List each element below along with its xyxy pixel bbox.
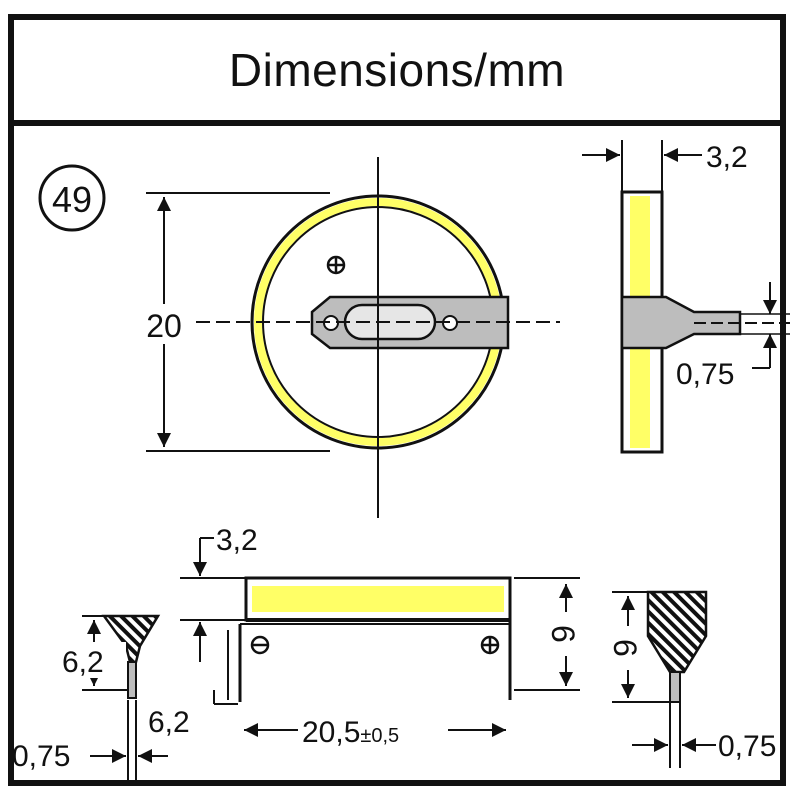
- front-plus-icon: [480, 635, 500, 655]
- left-pin-height-label: 6,2: [62, 646, 104, 679]
- minus-symbol-icon: [326, 255, 346, 275]
- header-bar: Dimensions/mm: [14, 20, 780, 126]
- right-pin-height-label: 9: [607, 639, 643, 657]
- side-view: 3,2 0,75: [582, 140, 790, 454]
- top-view: 20: [140, 157, 560, 518]
- side-thickness-label: 3,2: [706, 141, 748, 174]
- front-thickness-label: 3,2: [216, 524, 258, 557]
- diameter-label: 20: [146, 308, 182, 344]
- front-width-value: 20,5: [302, 716, 360, 749]
- right-pin-detail: 9 0,75: [607, 590, 776, 768]
- front-minus-icon: [250, 635, 270, 655]
- front-view: 3,2 9 20,5±0,5 6,2: [148, 524, 582, 749]
- page-title: Dimensions/mm: [228, 44, 566, 96]
- part-number-text: 49: [52, 179, 92, 220]
- left-tab-label: 0,75: [12, 740, 70, 773]
- part-number-badge: 49: [38, 164, 106, 232]
- front-width-label: 20,5±0,5: [302, 716, 399, 749]
- right-pin-section: [646, 590, 708, 674]
- pin-offset-label: 6,2: [148, 706, 190, 739]
- front-width-tolerance: ±0,5: [360, 725, 399, 747]
- left-pin-detail: 6,2 0,75: [12, 614, 168, 780]
- side-tab-label: 0,75: [676, 358, 734, 391]
- front-height-label: 9: [545, 625, 581, 643]
- right-tab-label: 0,75: [718, 730, 776, 763]
